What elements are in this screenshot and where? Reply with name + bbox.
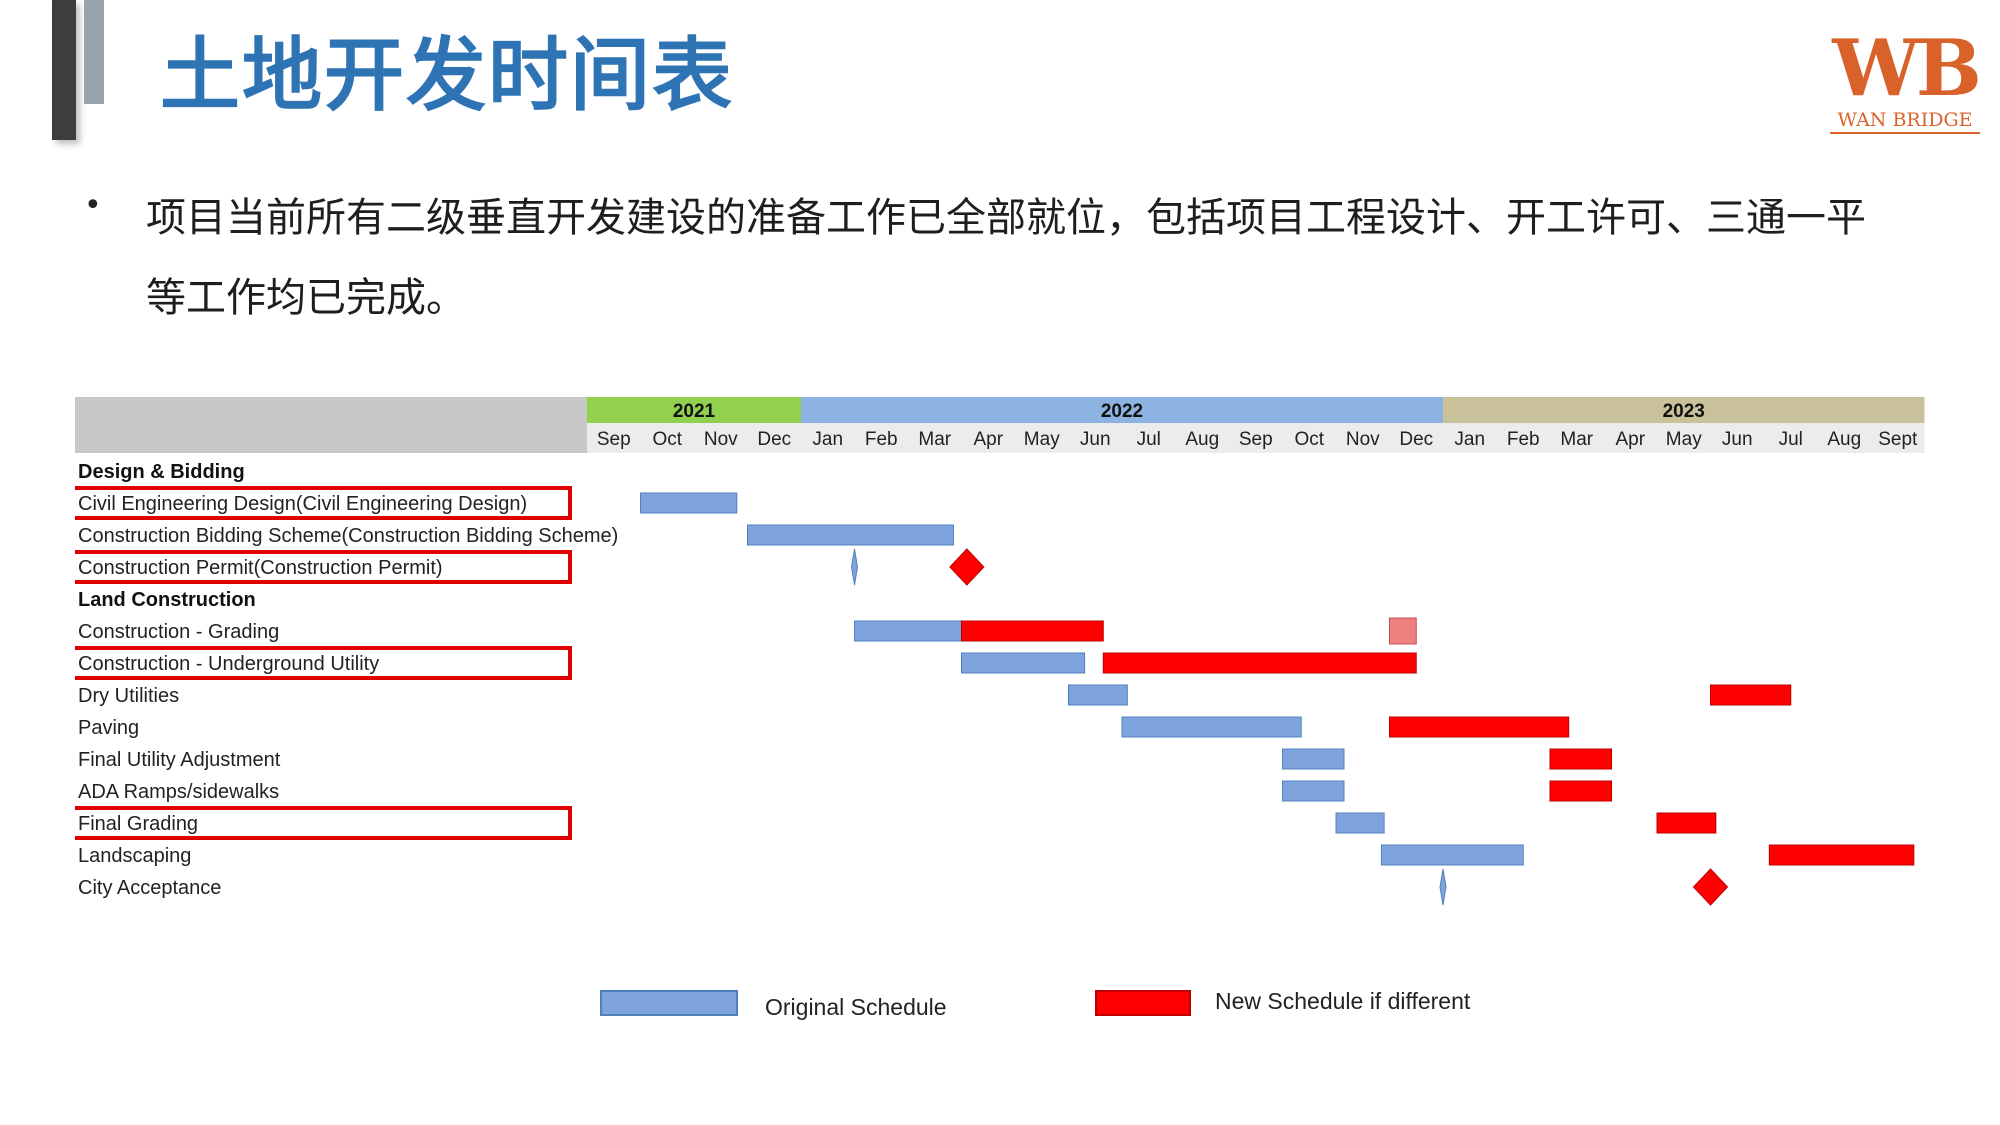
highlight-box [75, 550, 572, 584]
month-label: Sept [1878, 429, 1918, 450]
month-label: Feb [1507, 429, 1540, 450]
month-label: May [1666, 429, 1702, 450]
month-label: Apr [973, 429, 1003, 450]
legend-original-label: Original Schedule [765, 994, 947, 1020]
month-label: Aug [1827, 429, 1861, 450]
month-label: Jun [1080, 429, 1111, 450]
original-milestone-marker [1439, 868, 1447, 906]
new-schedule-bar [1710, 684, 1792, 706]
original-schedule-bar [961, 652, 1086, 674]
header-label-area [75, 397, 587, 453]
task-label: Final Grading [78, 813, 198, 835]
new-schedule-bar [961, 620, 1104, 642]
highlight-box [75, 806, 572, 840]
month-label: Oct [652, 429, 682, 450]
section-label: Land Construction [78, 589, 256, 611]
task-label: Paving [78, 717, 139, 739]
month-label: Jan [1454, 429, 1485, 450]
logo-mark: WB [1832, 23, 1982, 114]
new-schedule-bar [1768, 844, 1915, 866]
new-schedule-bar [1102, 652, 1417, 674]
year-label-2023: 2023 [1663, 401, 1705, 422]
original-schedule-bar [640, 492, 738, 514]
month-label: Nov [1346, 429, 1380, 450]
year-label-2022: 2022 [1101, 401, 1143, 422]
month-label: Jan [812, 429, 843, 450]
month-label: Nov [704, 429, 738, 450]
original-schedule-bar [854, 620, 962, 642]
year-band-2021 [587, 397, 801, 423]
month-label: Jul [1137, 429, 1161, 450]
original-schedule-bar [1282, 748, 1345, 770]
logo-subtitle: WAN BRIDGE [1830, 108, 1980, 134]
title-accent-bar-light [84, 0, 104, 104]
page-title: 土地开发时间表 [160, 29, 734, 122]
month-label: Mar [918, 429, 951, 450]
legend-new-label: New Schedule if different [1215, 988, 1471, 1014]
bullet-text: 项目当前所有二级垂直开发建设的准备工作已全部就位，包括项目工程设计、开工许可、三… [146, 195, 1866, 321]
bullet-marker: • [84, 188, 102, 223]
new-schedule-bar [1549, 748, 1613, 770]
month-header-band [587, 423, 1925, 453]
month-label: Jun [1722, 429, 1753, 450]
task-label: Construction - Underground Utility [78, 653, 379, 675]
original-milestone-marker [850, 548, 859, 586]
pending-schedule-bar [1389, 617, 1417, 645]
new-schedule-bar [1656, 812, 1717, 834]
task-label: Final Utility Adjustment [78, 749, 281, 771]
highlight-box [75, 646, 572, 680]
new-milestone-marker [1692, 868, 1729, 906]
original-schedule-bar [1282, 780, 1345, 802]
legend-new-swatch [1095, 990, 1191, 1016]
new-milestone-marker [949, 548, 985, 586]
month-label: Jul [1779, 429, 1803, 450]
task-label: Construction - Grading [78, 621, 279, 643]
month-label: Apr [1615, 429, 1645, 450]
section-label: Design & Bidding [78, 461, 245, 483]
wan-bridge-logo: WB WAN BRIDGE [1830, 23, 1982, 134]
new-schedule-bar [1549, 780, 1613, 802]
task-label: Construction Permit(Construction Permit) [78, 557, 443, 579]
task-label: Landscaping [78, 845, 191, 867]
task-label: ADA Ramps/sidewalks [78, 781, 279, 803]
original-schedule-bar [1380, 844, 1524, 866]
month-label: Feb [865, 429, 898, 450]
month-label: May [1024, 429, 1060, 450]
original-schedule-bar [1121, 716, 1302, 738]
month-label: Dec [757, 429, 791, 450]
original-schedule-bar [747, 524, 954, 546]
title-accent-bar-dark [52, 0, 76, 140]
month-label: Sep [597, 429, 631, 450]
new-schedule-bar [1389, 716, 1570, 738]
original-schedule-bar [1068, 684, 1128, 706]
task-label: Civil Engineering Design(Civil Engineeri… [78, 493, 527, 515]
month-label: Sep [1239, 429, 1273, 450]
year-band-2022 [801, 397, 1443, 423]
month-label: Oct [1294, 429, 1324, 450]
month-label: Mar [1560, 429, 1593, 450]
month-label: Dec [1399, 429, 1433, 450]
task-label: City Acceptance [78, 877, 221, 899]
year-band-2023 [1443, 397, 1925, 423]
legend-original-swatch [600, 990, 738, 1016]
original-schedule-bar [1335, 812, 1385, 834]
highlight-box [75, 486, 572, 520]
task-label: Dry Utilities [78, 685, 179, 707]
task-label: Construction Bidding Scheme(Construction… [78, 525, 618, 547]
year-label-2021: 2021 [673, 401, 716, 422]
month-label: Aug [1185, 429, 1219, 450]
chart-legend: Original Schedule New Schedule if differ… [600, 988, 1600, 1030]
